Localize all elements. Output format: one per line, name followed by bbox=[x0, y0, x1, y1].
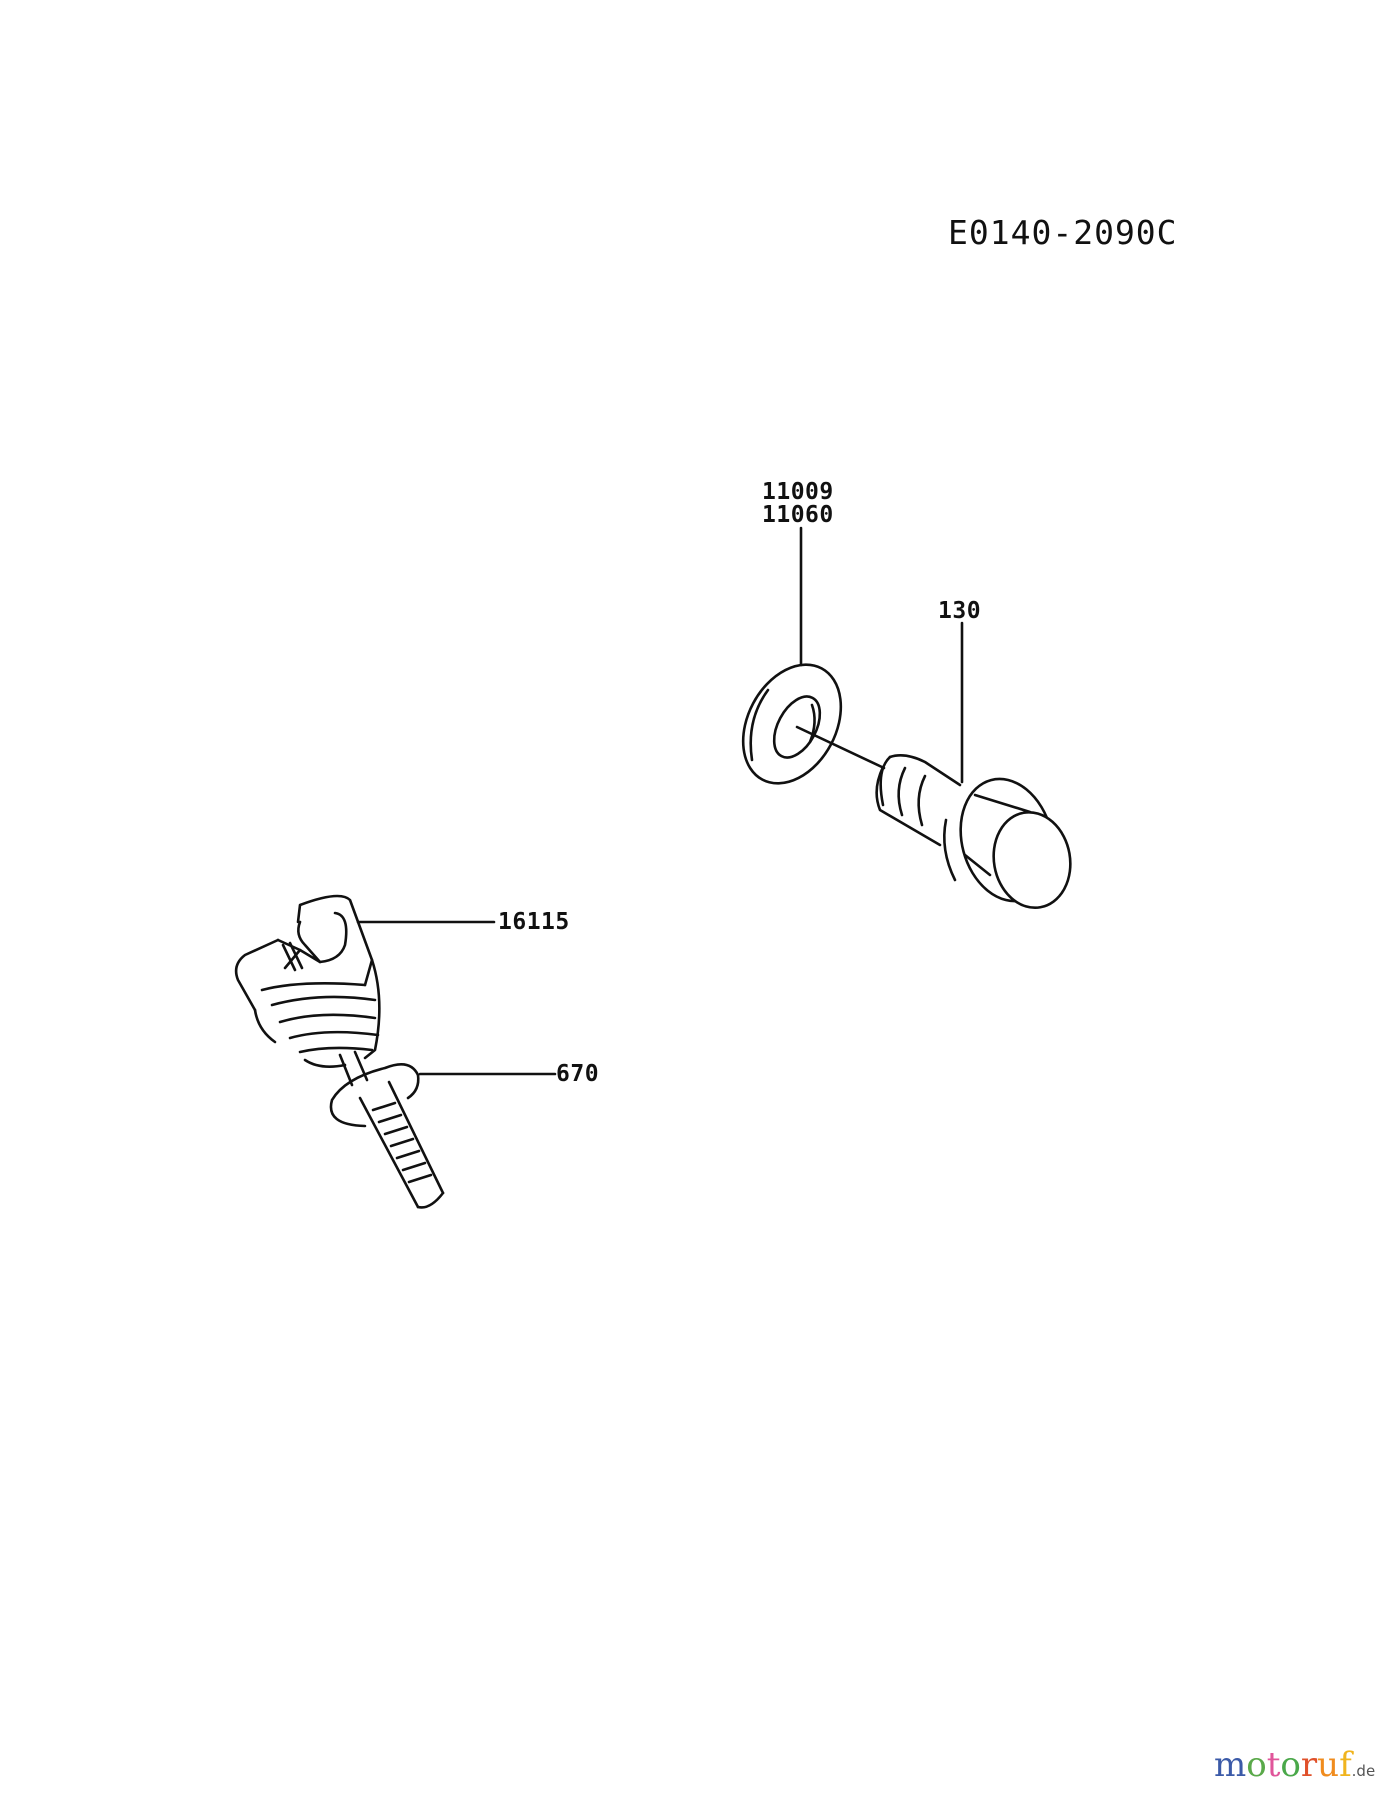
part-label-washer-2: 11060 bbox=[762, 502, 834, 528]
logo-letter: t bbox=[1266, 1745, 1281, 1785]
logo-letter: o bbox=[1280, 1745, 1301, 1785]
drain-bolt-drawing bbox=[875, 621, 1072, 910]
part-label-dipstick-cap: 16115 bbox=[498, 909, 570, 935]
watermark-logo: motoruf.de bbox=[1214, 1748, 1375, 1782]
logo-letter: u bbox=[1317, 1745, 1340, 1785]
drawing-code: E0140-2090C bbox=[948, 213, 1178, 252]
logo-letter: o bbox=[1246, 1745, 1267, 1785]
part-label-bolt: 130 bbox=[938, 598, 982, 624]
logo-letter: m bbox=[1214, 1745, 1247, 1785]
dipstick-cap-drawing bbox=[234, 894, 496, 1087]
logo-tld: .de bbox=[1351, 1762, 1376, 1780]
part-label-washer-1: 11009 bbox=[762, 479, 834, 505]
logo-letter: r bbox=[1300, 1745, 1318, 1785]
part-label-o-ring: 670 bbox=[556, 1061, 600, 1087]
logo-letter: f bbox=[1339, 1745, 1352, 1785]
washer-drawing bbox=[741, 526, 886, 785]
o-ring-drawing bbox=[329, 1063, 557, 1209]
